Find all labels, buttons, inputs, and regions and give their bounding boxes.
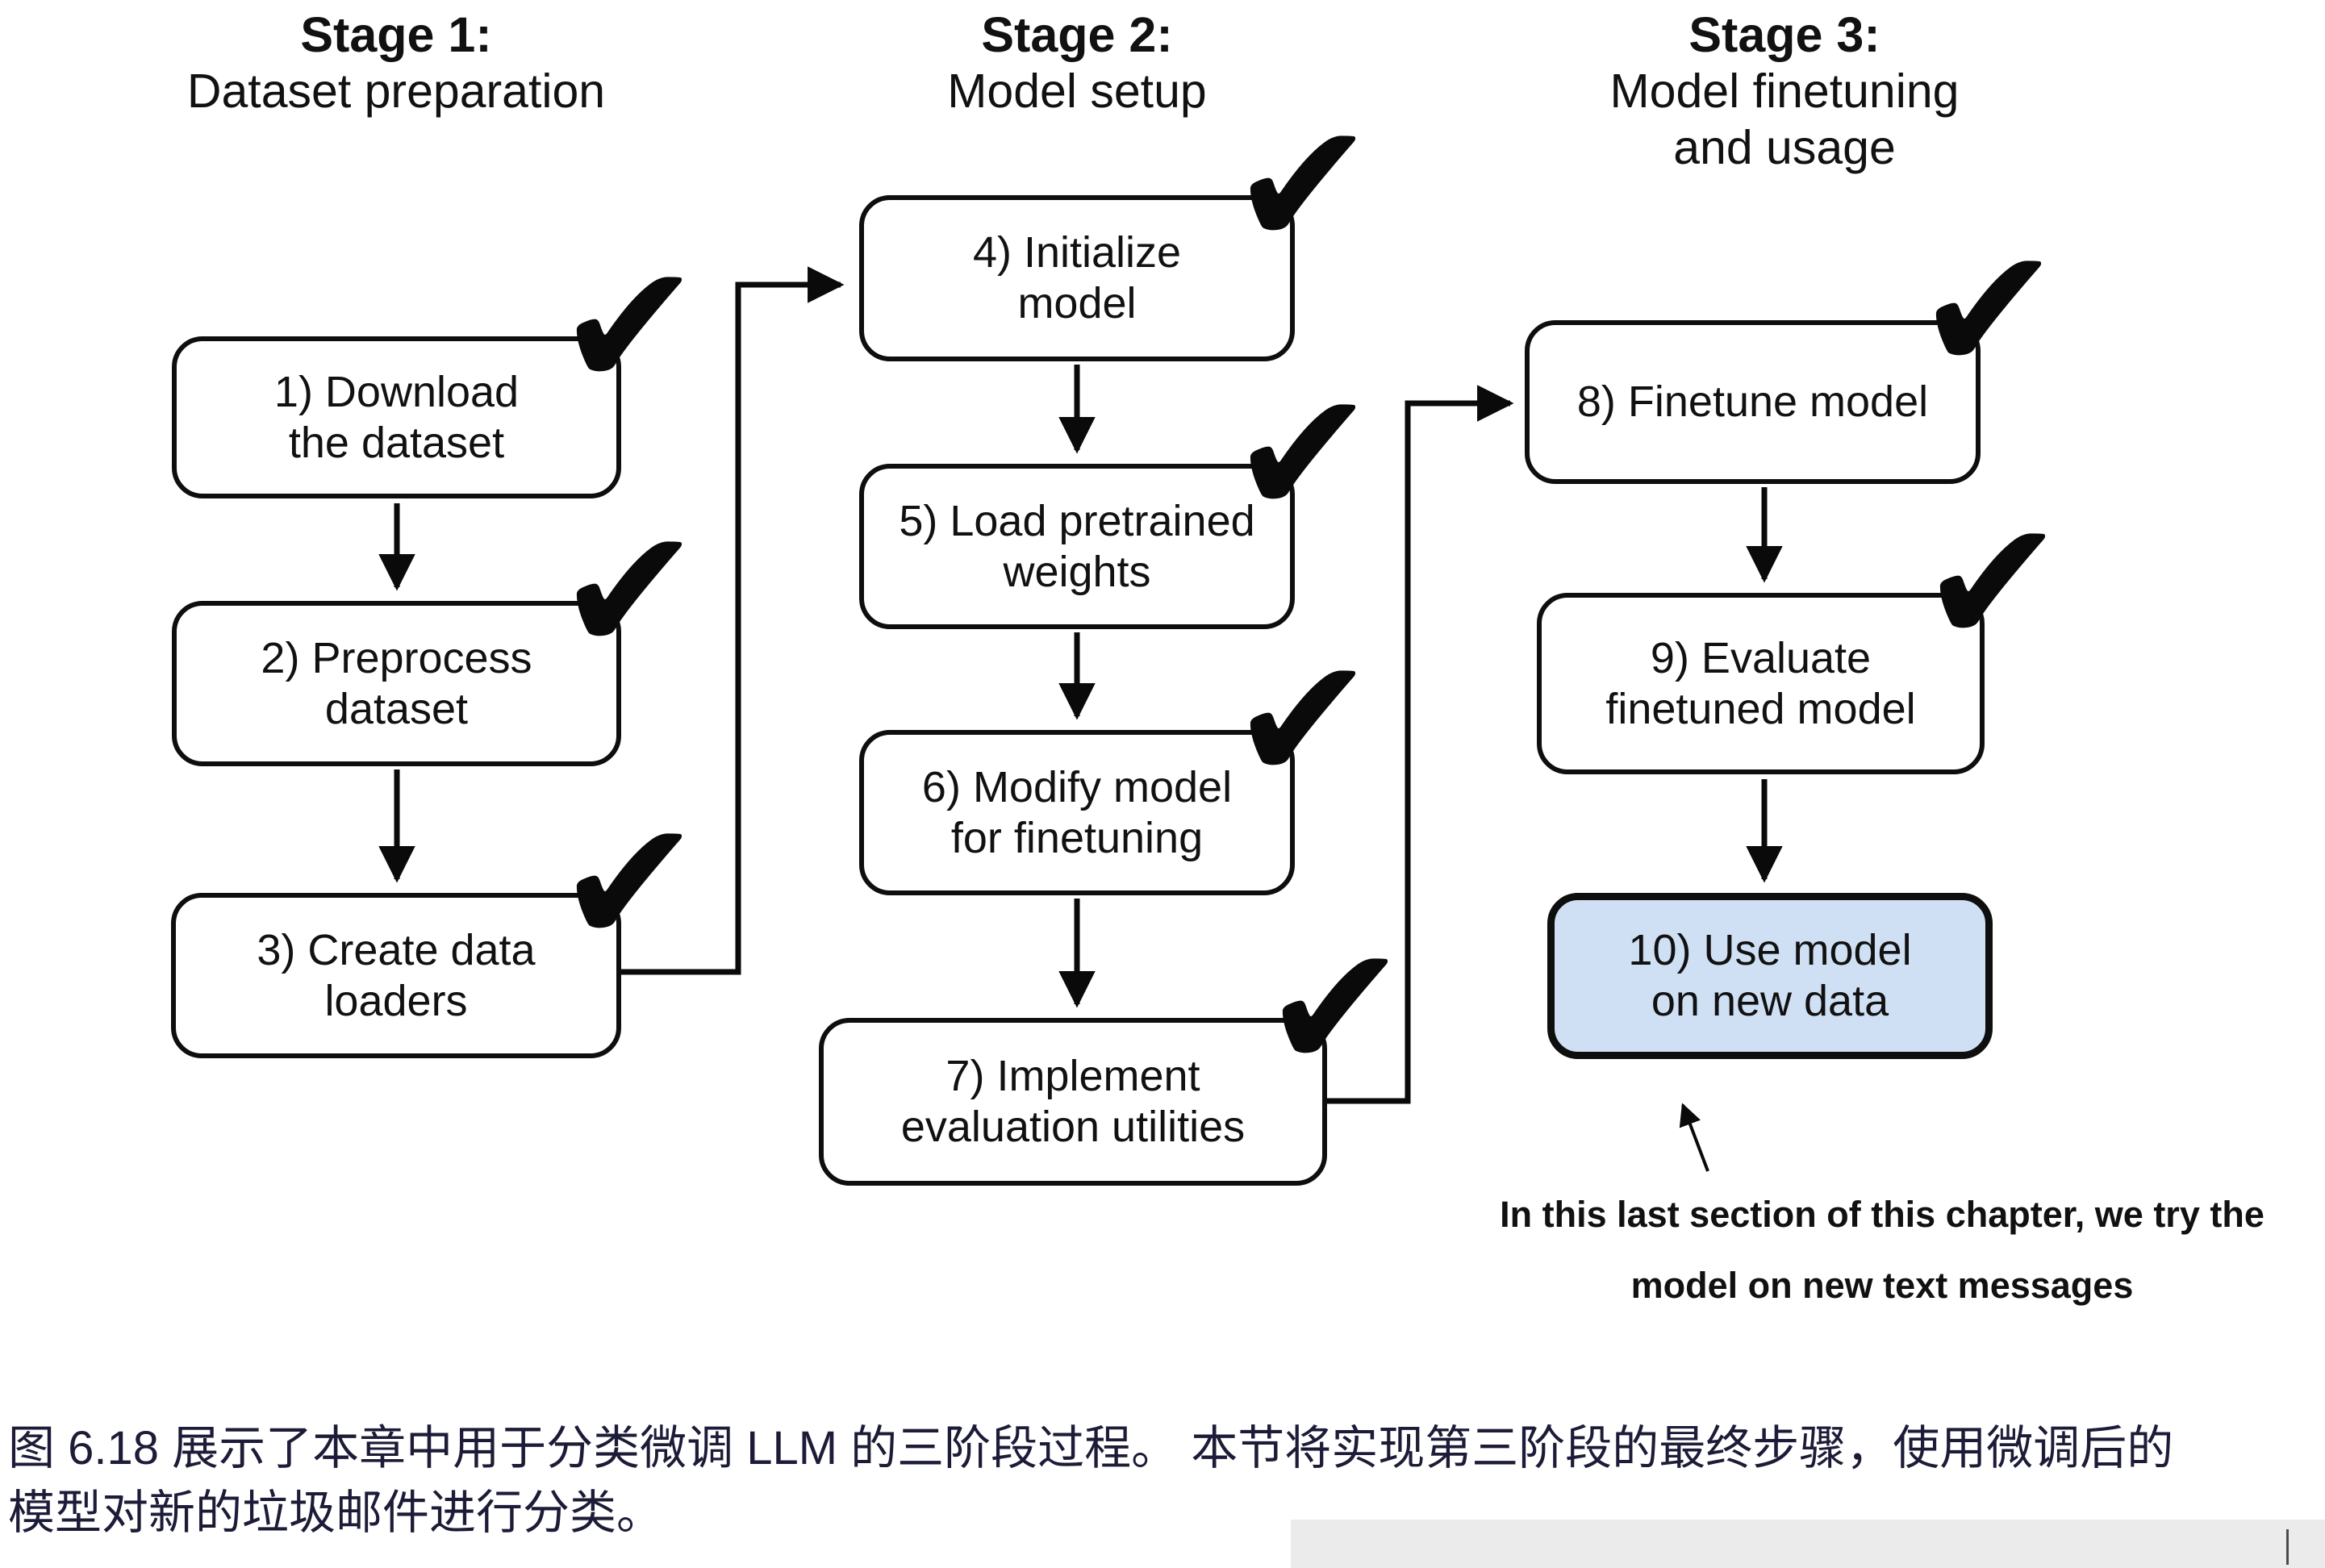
step-7-label: 7) Implement evaluation utilities [900,1052,1246,1151]
text-cursor [2286,1529,2289,1565]
figure-caption: 图 6.18 展示了本章中用于分类微调 LLM 的三阶段过程。 本节将实现第三阶… [8,1422,2174,1539]
annotation-text: In this last section of this chapter, we… [1500,1194,2264,1306]
step-8-label: 8) Finetune model [1576,377,1929,426]
connector-step3-step4 [621,266,845,975]
step-5-label: 5) Load pretrained weights [899,496,1255,596]
stage-3-title: Stage 3: Model finetuning and usage [1551,6,2018,176]
stage-3-subtitle: Model finetuning and usage [1609,65,1960,174]
step-4-label: 4) Initialize model [972,228,1182,327]
annotation-pointer-arrow [1679,1103,1709,1172]
stage-2-subtitle: Model setup [947,65,1207,118]
step-1-label: 1) Download the dataset [273,367,520,467]
connector-step7-step8 [1327,385,1514,1104]
stage-1-title: Stage 1: Dataset preparation [158,6,634,119]
step-box-2: 2) Preprocess dataset [172,601,621,766]
step-2-label: 2) Preprocess dataset [261,633,532,733]
step-box-7: 7) Implement evaluation utilities [819,1018,1327,1186]
step-10-label: 10) Use model on new data [1628,926,1912,1025]
step-box-10: 10) Use model on new data [1547,893,1993,1059]
step-box-6: 6) Modify model for finetuning [859,730,1295,895]
step-box-3: 3) Create data loaders [171,893,621,1058]
step-box-1: 1) Download the dataset [172,336,621,498]
stage-2-title-bold: Stage 2: [981,7,1173,62]
step-box-4: 4) Initialize model [859,195,1295,361]
step-3-label: 3) Create data loaders [257,925,536,1025]
step-box-8: 8) Finetune model [1525,320,1981,484]
stage-1-subtitle: Dataset preparation [186,65,606,118]
step-6-label: 6) Modify model for finetuning [921,762,1233,862]
step-box-5: 5) Load pretrained weights [859,464,1295,629]
stage-1-title-bold: Stage 1: [300,7,492,62]
bottom-gray-panel [1291,1520,2325,1568]
stage-2-title: Stage 2: Model setup [843,6,1311,119]
step-9-label: 9) Evaluate finetuned model [1605,633,1916,733]
stage-3-title-bold: Stage 3: [1688,7,1880,62]
step-box-9: 9) Evaluate finetuned model [1537,593,1985,774]
